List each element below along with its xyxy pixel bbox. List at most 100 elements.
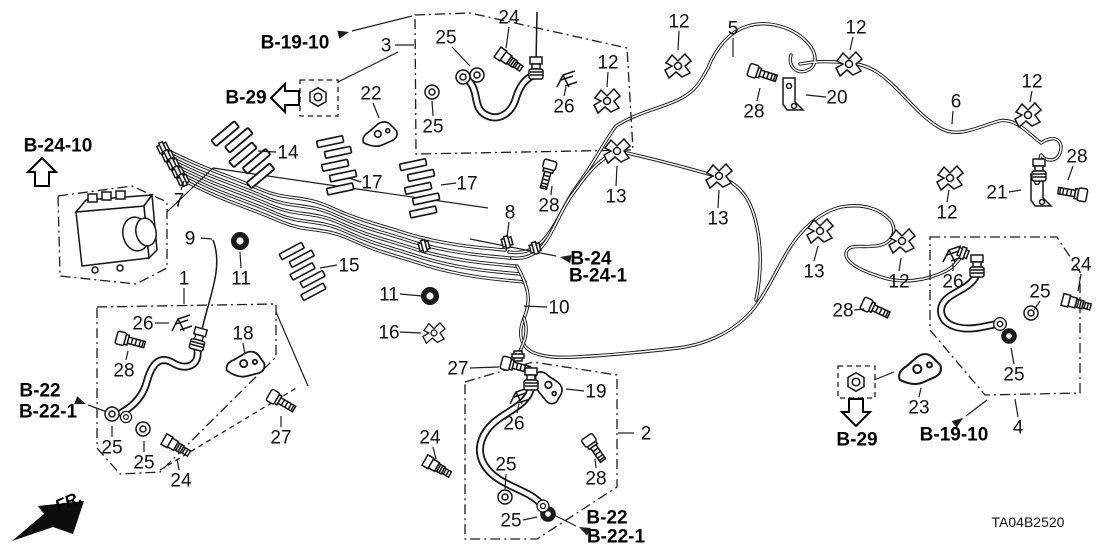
ref-label-b-19-10: B-19-10 bbox=[261, 33, 330, 54]
leader-line bbox=[239, 251, 242, 269]
callout-27: 27 bbox=[270, 428, 291, 449]
leader-line bbox=[431, 100, 434, 117]
callout-15: 15 bbox=[338, 256, 359, 277]
leader-line bbox=[469, 366, 500, 369]
callout-23: 23 bbox=[908, 398, 929, 419]
callout-28: 28 bbox=[585, 469, 606, 490]
bracket-icon bbox=[898, 353, 942, 386]
leader-line bbox=[550, 185, 553, 196]
grommet-icon bbox=[421, 287, 439, 305]
brake-hose-1-core bbox=[118, 344, 200, 416]
corrugated-clip-icon bbox=[315, 133, 360, 196]
ref-label-b-24: B-24 bbox=[570, 249, 612, 270]
callout-25: 25 bbox=[495, 455, 516, 476]
callout-25: 25 bbox=[422, 117, 443, 138]
callout-25: 25 bbox=[133, 453, 154, 474]
ref-label-b-29: B-29 bbox=[225, 88, 266, 109]
callout-5: 5 bbox=[728, 19, 739, 40]
ref-label-b-22: B-22 bbox=[586, 508, 627, 529]
leader-line bbox=[594, 458, 597, 469]
leader-line bbox=[200, 237, 213, 240]
brake-hose-3-core bbox=[465, 73, 535, 120]
leader-line bbox=[399, 293, 423, 297]
flange-bolt-icon bbox=[1056, 183, 1089, 203]
banjo-bolt-icon bbox=[421, 454, 454, 481]
spring-clip-icon bbox=[593, 88, 621, 114]
flange-bolt-icon bbox=[265, 388, 299, 416]
callout-25: 25 bbox=[500, 511, 521, 532]
leader-line bbox=[506, 221, 510, 238]
nut-box-bottom bbox=[837, 365, 876, 399]
callout-28: 28 bbox=[113, 361, 134, 382]
arrowhead-icon bbox=[337, 27, 351, 39]
spring-clip-icon bbox=[664, 53, 692, 79]
fr-direction-arrow: FR. bbox=[12, 487, 85, 541]
flange-bolt-icon bbox=[745, 62, 780, 86]
callout-2: 2 bbox=[641, 424, 652, 445]
leader-line bbox=[946, 189, 950, 203]
leader-line bbox=[440, 182, 457, 186]
callout-25: 25 bbox=[435, 28, 456, 49]
callout-13: 13 bbox=[605, 187, 626, 208]
hose-eyelet-icon bbox=[536, 499, 550, 513]
leader-line bbox=[432, 446, 437, 460]
leader-line bbox=[523, 305, 548, 308]
b24-10-up-open-arrow-icon bbox=[25, 156, 59, 187]
leader-line bbox=[849, 36, 854, 51]
hose-clip-icon bbox=[556, 70, 578, 88]
flange-bolt-icon bbox=[536, 158, 558, 191]
hose-3-stem bbox=[535, 11, 538, 64]
hose-fitting-icon bbox=[188, 325, 209, 353]
callout-28: 28 bbox=[1066, 147, 1087, 168]
callout-16: 16 bbox=[378, 323, 399, 344]
brake-hose-2 bbox=[475, 384, 550, 514]
spring-clip-icon bbox=[936, 165, 964, 191]
callout-26: 26 bbox=[942, 272, 963, 293]
hose-eyelet-icon bbox=[993, 317, 1007, 331]
callout-12: 12 bbox=[845, 18, 866, 39]
callout-25: 25 bbox=[1029, 282, 1050, 303]
leader-line bbox=[898, 257, 902, 272]
flange-bolt-icon bbox=[858, 296, 893, 322]
callout-7: 7 bbox=[174, 191, 185, 212]
abs-modulator-outline bbox=[57, 185, 168, 285]
flare-fitting-icon bbox=[511, 350, 525, 362]
callout-14: 14 bbox=[277, 143, 299, 164]
callout-24: 24 bbox=[1070, 255, 1092, 276]
ref-label-b-22: B-22 bbox=[19, 381, 60, 402]
leader-line bbox=[565, 388, 585, 392]
leader-line bbox=[176, 458, 180, 471]
spring-clip-icon bbox=[1014, 102, 1042, 128]
corrugated-clip-icon bbox=[210, 116, 281, 190]
hose-fitting-icon bbox=[528, 56, 544, 80]
leader-line bbox=[563, 86, 567, 97]
ref-label-b-19-10: B-19-10 bbox=[920, 425, 989, 446]
brake-pipe-rear-run-core bbox=[511, 150, 762, 301]
callout-3: 3 bbox=[381, 36, 392, 57]
sealing-washer-icon bbox=[135, 421, 151, 437]
b29-left-open-arrow-icon bbox=[269, 81, 300, 115]
leader-line bbox=[372, 102, 380, 119]
callout-13: 13 bbox=[803, 262, 824, 283]
leader-line bbox=[1008, 189, 1022, 193]
ref-label-b-24-10: B-24-10 bbox=[24, 136, 93, 157]
sealing-washer-icon bbox=[104, 406, 120, 422]
callout-24: 24 bbox=[498, 8, 520, 29]
leader-line bbox=[505, 26, 510, 49]
leader-line bbox=[1033, 300, 1041, 311]
leader-line bbox=[615, 165, 618, 187]
hose-fitting-icon bbox=[969, 254, 985, 278]
leader-line bbox=[1014, 398, 1019, 418]
callout-24: 24 bbox=[419, 428, 441, 449]
leader-line bbox=[1010, 347, 1015, 365]
callout-19: 19 bbox=[585, 382, 606, 403]
brake-hoses-layer bbox=[117, 72, 1001, 514]
abs-modulator-drawing bbox=[74, 190, 158, 274]
callout-17: 17 bbox=[361, 173, 382, 194]
ref-label-b-24-1: B-24-1 bbox=[569, 266, 628, 287]
flare-nut-icon bbox=[847, 372, 865, 392]
hose-eyelet-icon bbox=[455, 69, 471, 85]
leader-line bbox=[951, 110, 954, 125]
callout-12: 12 bbox=[936, 203, 957, 224]
